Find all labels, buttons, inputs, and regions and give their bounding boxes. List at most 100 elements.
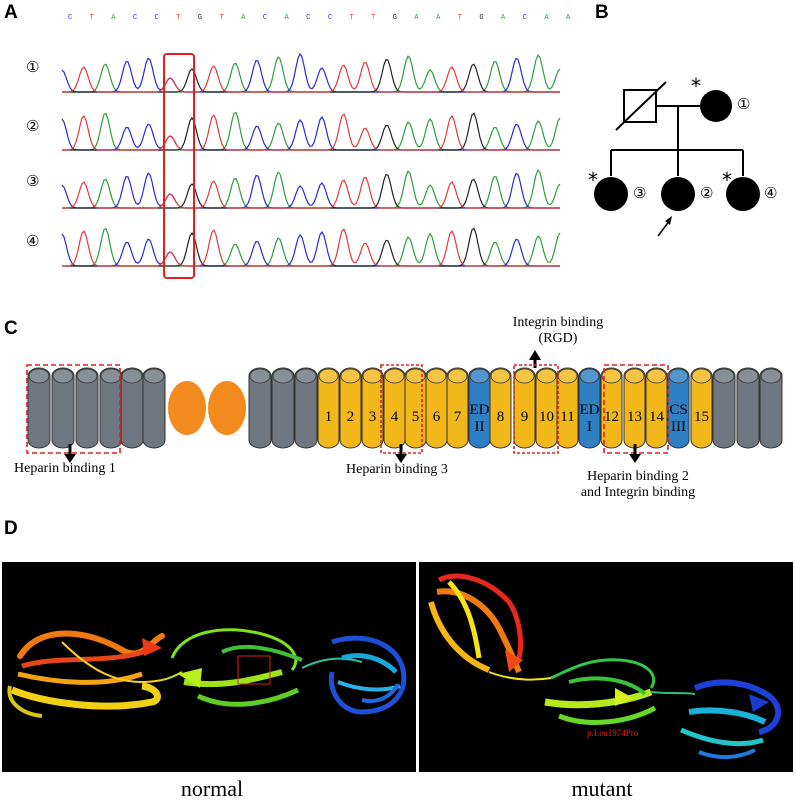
extra-domain [578,367,601,449]
caption-mutant: mutant [571,776,633,801]
sequence-base: T [219,14,224,22]
mutation-label: p.Leu1974Pro [587,728,639,738]
type3-module-number: 8 [497,409,505,425]
trace-2-G [62,112,560,151]
sequence-base: C [154,14,159,22]
type3-module-number: 10 [539,409,554,425]
type3-module [339,367,362,449]
sequence-base: T [176,14,181,22]
pedigree [594,81,760,237]
trace-2-T [62,113,560,151]
cs-label: III [671,419,686,435]
cs-label: CS [669,402,687,418]
sequence-base: A [544,14,549,22]
type1-module [51,367,75,449]
proband-symbol [661,177,695,211]
deceased-slash [615,81,667,131]
type3-module-number: 2 [347,409,355,425]
sequence-base: A [241,14,246,22]
child-right-symbol [726,177,760,211]
trace-4-G [62,227,560,267]
type3-module-number: 5 [412,409,420,425]
type3-module [690,367,713,449]
chromatogram [61,52,561,279]
sequence-base: C [68,14,73,22]
type3-module [317,367,340,449]
trace-3-A [62,168,561,209]
trace-label-3: ③ [26,172,40,190]
rgd-arrow [529,350,541,360]
heparin2-label-line1: Heparin binding 2 [587,469,689,484]
trace-1-T [62,61,560,93]
asterisk-mother: * [691,74,701,98]
heparin2-label-line2: and Integrin binding [580,485,696,500]
sequence-base: A [111,14,116,22]
caption-normal: normal [180,776,244,801]
structure-mutant: p.Leu1974Pro [419,562,793,772]
type3-module [600,367,623,449]
sequence-base: T [349,14,354,22]
type3-module-number: 13 [627,409,642,425]
asterisk-child-right: * [722,168,732,192]
type3-module-number: 6 [433,409,441,425]
integrin-rgd-label-line2: (RGD) [538,331,578,346]
type3-module-number: 1 [325,409,333,425]
sequence-base: A [414,14,419,22]
panel-c-letter: C [4,318,18,339]
type3-module [446,367,469,449]
type1-module [271,367,295,449]
pedigree-label-proband: ② [700,184,714,202]
sequence-base: A [566,14,571,22]
trace-3-C [61,172,560,209]
sequence-base: G [479,14,484,22]
heparin1-box [26,364,121,454]
type3-module-number: 15 [694,409,709,425]
type3-module-number: 14 [649,409,665,425]
type1-module [248,367,272,449]
trace-1-A [62,53,561,93]
trace-4-A [62,227,561,267]
trace-2-C [61,115,560,151]
sequence-base: G [392,14,397,22]
type3-module [645,367,668,449]
child-left-symbol [594,177,628,211]
rgd-box [513,364,559,454]
sequence-base: C [327,14,333,22]
type3-module-number: 12 [604,409,619,425]
trace-2-A [62,111,561,151]
type1-module [75,367,99,449]
heparin3-arrow [395,454,407,463]
pedigree-label-mother: ① [737,95,751,113]
panel-d-letter: D [4,518,18,539]
type1-module [736,367,760,449]
type3-module-number: 3 [369,409,377,425]
sequence-base: C [522,14,527,22]
asterisk-child-left: * [588,168,598,192]
pedigree-label-child-right: ④ [764,184,778,202]
trace-4-C [61,230,560,267]
heparin1-arrow [64,454,76,463]
sequence-base: T [371,14,376,22]
type2-module [208,381,246,435]
sequence-base: C [132,14,138,22]
trace-3-T [62,176,560,209]
type3-module-number: 4 [391,409,399,425]
edb-label: ED [470,402,490,418]
sequence-base: A [501,14,506,22]
trace-1-C [61,52,560,93]
type1-module [759,367,783,449]
heparin3-box [380,364,423,454]
type1-module [294,367,318,449]
trace-label-1: ① [26,58,40,76]
trace-label-4: ④ [26,232,40,250]
type3-module-number: 7 [454,409,462,425]
type3-module [556,367,579,449]
variant-highlight-box [163,53,195,279]
type3-module-number: 9 [521,409,529,425]
type2-module [168,381,206,435]
structure-normal [2,562,416,772]
type1-module [27,367,51,449]
panel-a-letter: A [4,2,18,23]
